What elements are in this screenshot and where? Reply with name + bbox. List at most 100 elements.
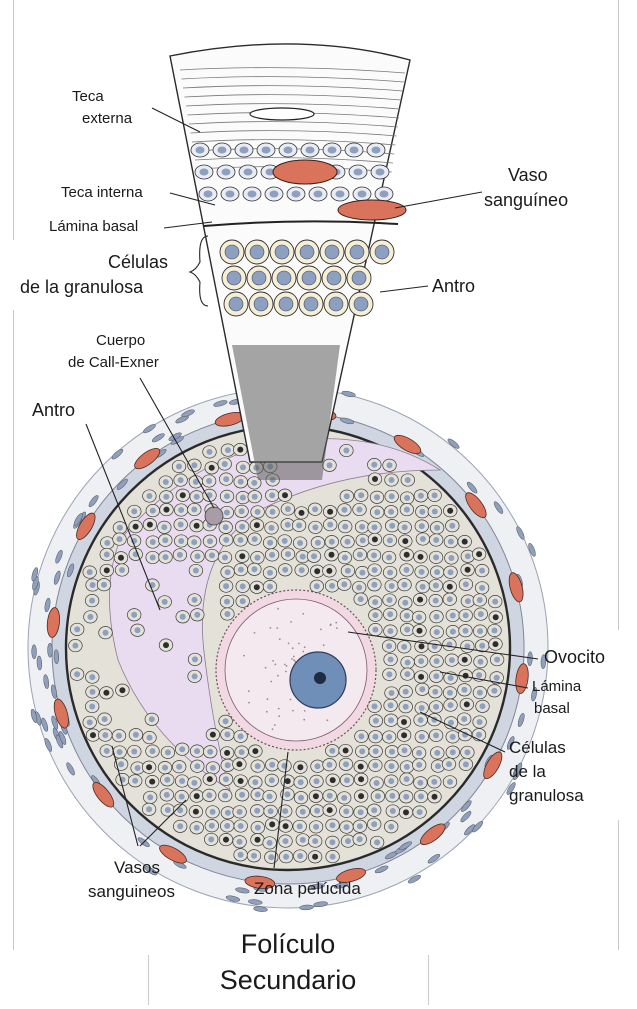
granulosa-nucleus xyxy=(224,750,230,756)
granulosa-nucleus xyxy=(119,687,125,693)
granulosa-nucleus xyxy=(343,761,349,767)
granulosa-nucleus xyxy=(404,613,410,619)
granulosa-nucleus xyxy=(358,596,364,602)
granulosa-nucleus xyxy=(433,583,439,589)
granulosa-nucleus xyxy=(72,643,78,649)
granulosa-nucleus xyxy=(254,584,260,590)
granulosa-nucleus xyxy=(236,761,242,767)
granulosa-nucleus xyxy=(327,793,333,799)
granulosa-nucleus xyxy=(297,823,303,829)
granulosa-nucleus xyxy=(356,585,362,591)
granulosa-nucleus xyxy=(178,477,184,483)
granulosa-nucleus xyxy=(405,477,411,483)
theca-interna-nucleus xyxy=(204,191,213,198)
granulosa-nucleus xyxy=(150,555,156,561)
ooplasm-granule xyxy=(303,719,305,721)
granulosa-nucleus xyxy=(269,821,275,827)
granulosa-nucleus xyxy=(282,492,288,498)
ooplasm-granule xyxy=(292,647,294,649)
granulosa-nucleus xyxy=(465,598,471,604)
granulosa-nucleus xyxy=(269,492,275,498)
granulosa-nucleus xyxy=(492,628,498,634)
granulosa-nucleus xyxy=(225,447,231,453)
granulosa-nucleus xyxy=(417,597,423,603)
granulosa-nucleus xyxy=(447,690,453,696)
granulosa-nucleus xyxy=(131,508,137,514)
granulosa-nucleus xyxy=(463,628,469,634)
granulosa-nucleus xyxy=(268,808,274,814)
granulosa-nucleus xyxy=(416,750,422,756)
granulosa-nucleus xyxy=(223,776,229,782)
granulosa-nucleus xyxy=(449,657,455,663)
granulosa-nucleus xyxy=(341,507,347,513)
granulosa-nucleus xyxy=(164,777,170,783)
granulosa-nucleus xyxy=(239,553,245,559)
granulosa-nucleus xyxy=(450,749,456,755)
granulosa-nucleus xyxy=(146,806,152,812)
granulosa-nucleus xyxy=(402,600,408,606)
granulosa-nucleus xyxy=(133,524,139,530)
granulosa-nucleus xyxy=(267,570,273,576)
granulosa-nucleus xyxy=(285,522,291,528)
label-celulas-granulosa-right: Células de la granulosa xyxy=(509,736,584,808)
call-exner-body xyxy=(205,507,223,525)
granulosa-nucleus xyxy=(448,720,454,726)
granulosa-nucleus xyxy=(117,536,123,542)
granulosa-nucleus xyxy=(389,583,395,589)
wedge-granulosa-nucleus xyxy=(354,297,368,311)
granulosa-nucleus xyxy=(254,555,260,561)
granulosa-nucleus xyxy=(330,822,336,828)
granulosa-nucleus xyxy=(373,748,379,754)
label-zona-pelucida: Zona pelúcida xyxy=(254,877,361,901)
granulosa-nucleus xyxy=(207,538,213,544)
granulosa-nucleus xyxy=(147,522,153,528)
granulosa-nucleus xyxy=(401,644,407,650)
granulosa-nucleus xyxy=(446,761,452,767)
granulosa-nucleus xyxy=(283,854,289,860)
granulosa-nucleus xyxy=(420,584,426,590)
wedge-granulosa-nucleus xyxy=(325,245,339,259)
granulosa-nucleus xyxy=(255,763,261,769)
ooplasm-granule xyxy=(272,660,274,662)
granulosa-nucleus xyxy=(314,583,320,589)
granulosa-nucleus xyxy=(387,537,393,543)
leader-antro-right xyxy=(380,286,428,292)
granulosa-nucleus xyxy=(90,732,96,738)
granulosa-nucleus xyxy=(90,582,96,588)
granulosa-nucleus xyxy=(327,509,333,515)
granulosa-nucleus xyxy=(224,510,230,516)
ooplasm-granule xyxy=(302,613,304,615)
ooplasm-granule xyxy=(265,667,267,669)
granulosa-nucleus xyxy=(298,779,304,785)
granulosa-nucleus xyxy=(103,690,109,696)
granulosa-nucleus xyxy=(388,778,394,784)
granulosa-nucleus xyxy=(372,476,378,482)
granulosa-nucleus xyxy=(270,509,276,515)
granulosa-nucleus xyxy=(191,507,197,513)
granulosa-nucleus xyxy=(240,583,246,589)
granulosa-nucleus xyxy=(371,462,377,468)
granulosa-nucleus xyxy=(434,525,440,531)
ooplasm-granule xyxy=(302,651,304,653)
granulosa-nucleus xyxy=(314,808,320,814)
granulosa-nucleus xyxy=(176,464,182,470)
granulosa-nucleus xyxy=(404,764,410,770)
granulosa-nucleus xyxy=(147,735,153,741)
granulosa-nucleus xyxy=(251,853,257,859)
granulosa-nucleus xyxy=(149,779,155,785)
granulosa-nucleus xyxy=(239,792,245,798)
granulosa-nucleus xyxy=(418,794,424,800)
ooplasm-granule xyxy=(274,724,276,726)
granulosa-nucleus xyxy=(371,552,377,558)
granulosa-nucleus xyxy=(238,479,244,485)
granulosa-nucleus xyxy=(207,749,213,755)
granulosa-nucleus xyxy=(344,493,350,499)
granulosa-nucleus xyxy=(224,611,230,617)
granulosa-nucleus xyxy=(238,823,244,829)
granulosa-nucleus xyxy=(178,538,184,544)
granulosa-nucleus xyxy=(252,536,258,542)
granulosa-nucleus xyxy=(447,596,453,602)
theca-cell xyxy=(32,645,37,659)
granulosa-nucleus xyxy=(296,522,302,528)
granulosa-nucleus xyxy=(135,627,141,633)
